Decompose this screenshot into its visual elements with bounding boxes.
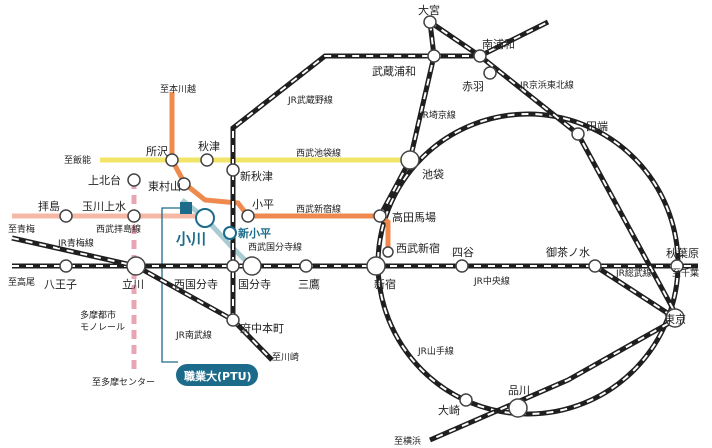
station-shin-kodaira-marker[interactable] [223,226,237,240]
label-shinagawa: 品川 [508,384,530,397]
station-seibu-shinjuku-marker[interactable] [382,246,394,258]
label-fuchu-hommachi: 府中本町 [240,321,284,335]
label-akitsu: 秋津 [198,139,220,153]
label-tamagawajosui: 玉川上水 [82,200,126,213]
label-kokubunji: 国分寺 [238,278,271,291]
label-jr-chuo: JR中央線 [473,275,510,287]
label-shinjuku: 新宿 [374,277,396,291]
jr-sobu-line-inner [594,265,676,319]
label-shin-kodaira: 新小平 [238,226,271,240]
label-akabane: 赤羽 [462,80,484,93]
label-seibu-kokubunji: 西武国分寺線 [248,241,302,253]
label-jr-ome: JR青梅線 [57,237,94,249]
label-higashimurayama: 東村山 [148,179,181,193]
station-hachioji-marker[interactable] [59,259,73,273]
label-musashi-urawa: 武蔵浦和 [372,65,416,78]
label-to-kawasaki: 至川崎 [272,351,299,363]
label-tokyo: 東京 [664,312,686,326]
label-omiya: 大宮 [418,3,440,17]
label-seibu-ikebukuro: 西武池袋線 [296,147,341,159]
label-seibu-shinjuku: 西武新宿 [396,241,440,255]
label-to-tama-center: 至多摩センター [92,376,155,388]
seibu-kokubunji-line [180,198,252,267]
station-tokyo-marker[interactable] [665,308,685,328]
label-to-honkawagoe: 至本川越 [160,83,196,95]
square-marker-icon[interactable] [180,202,192,214]
label-to-yokohama: 至横浜 [394,435,421,447]
station-kodaira-marker[interactable] [241,209,255,223]
label-osaki: 大崎 [438,403,460,417]
campus-callout-line [161,207,186,363]
label-jr-saikyo: JR埼京線 [419,109,456,121]
station-yotsuya-marker[interactable] [455,259,469,273]
station-ikebukuro-marker[interactable] [400,150,420,170]
station-shinagawa-marker[interactable] [508,398,528,418]
label-haijima: 拝島 [38,199,60,213]
station-minami-urawa-marker[interactable] [473,49,487,63]
station-takadanobaba-marker[interactable] [373,209,387,223]
station-nishikokubunji-marker[interactable] [226,259,240,273]
seibu-shinjuku-line [169,92,380,219]
station-osaki-marker[interactable] [459,393,473,407]
station-tamagawajosui-marker[interactable] [127,209,141,223]
label-tokorozawa: 所沢 [146,144,168,158]
station-ogawa-marker[interactable] [195,208,215,228]
label-tabata: 田端 [586,120,608,133]
jr-keihin-tohoku-line-inner [429,21,680,441]
label-jr-keihin-tohoku: JR京浜東北線 [519,79,574,91]
jr-nambu-line-west-inner [135,265,234,321]
label-jr-yamanote: JR山手線 [417,345,454,357]
label-ochanomizu: 御茶ノ水 [546,245,590,259]
label-minami-urawa: 南浦和 [482,38,515,51]
station-shinjuku-marker[interactable] [366,256,386,276]
label-jr-musashino: JR武蔵野線 [287,94,333,106]
label-nishikokubunji: 西国分寺 [174,278,218,291]
label-to-takao: 至高尾 [8,276,35,288]
label-to-hanno: 至飯能 [64,154,91,166]
station-haijima-marker[interactable] [59,209,73,223]
label-shin-akitsu: 新秋津 [240,169,273,183]
station-tokorozawa-marker[interactable] [165,153,179,167]
label-jr-sobu: JR総武線 [615,267,652,279]
station-mitaka-marker[interactable] [299,259,313,273]
jr-saikyo-line-inner [379,21,436,217]
label-ikebukuro: 池袋 [422,167,444,181]
station-akabane-marker[interactable] [483,66,497,80]
station-higashimurayama-marker[interactable] [177,177,191,191]
station-tachikawa-marker[interactable] [126,256,146,276]
label-yotsuya: 四谷 [452,246,474,259]
station-shin-akitsu-marker[interactable] [226,163,240,177]
label-ogawa: 小川 [176,230,206,248]
jr-nambu-line-inner [232,319,273,361]
label-seibu-haijima: 西武拝島線 [96,223,141,235]
station-kamikitadai-marker[interactable] [127,173,141,187]
campus-badge-label: 職業大(PTU) [184,369,252,383]
label-kamikitadai: 上北台 [88,173,121,187]
label-to-chiba: 至千葉 [672,267,699,279]
jr-musashino-line [230,53,434,320]
campus-badge[interactable] [176,364,258,386]
station-akitsu-marker[interactable] [200,153,214,167]
station-omiya-marker[interactable] [423,15,437,29]
station-ochanomizu-marker[interactable] [588,259,602,273]
label-jr-nambu: JR南武線 [175,329,212,341]
label-akihabara: 秋葉原 [666,246,699,260]
label-hachioji: 八王子 [44,278,77,291]
label-takadanobaba: 高田馬場 [392,210,436,224]
station-akihabara-marker[interactable] [670,259,684,273]
station-tabata-marker[interactable] [571,127,585,141]
station-kokubunji-marker[interactable] [242,256,262,276]
label-to-ome: 至青梅 [8,223,35,235]
jr-ome-line [11,235,137,269]
label-tama-monorail: 多摩都市モノレール [80,309,125,333]
label-tachikawa: 立川 [122,277,144,291]
label-kodaira: 小平 [252,198,274,211]
station-fuchu-hommachi-marker[interactable] [226,313,240,327]
label-mitaka: 三鷹 [298,277,320,291]
label-seibu-shinjuku: 西武新宿線 [296,203,341,215]
station-musashi-urawa-marker[interactable] [427,49,441,63]
